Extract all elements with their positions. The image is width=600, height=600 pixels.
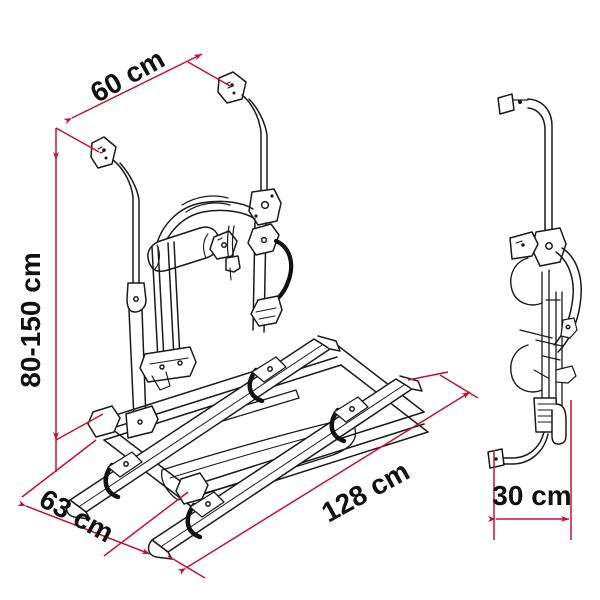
cylinder-body — [147, 226, 238, 273]
ext-line-128-top — [407, 371, 449, 381]
ext-line-60-left — [55, 127, 100, 153]
ext-line-128-right-edge — [439, 374, 479, 399]
dimension-labels: 60 cm 80-150 cm 63 cm 128 cm 30 cm — [15, 43, 572, 549]
label-80-150cm: 80-150 cm — [15, 252, 46, 387]
right-upright-arm — [217, 71, 282, 333]
inner-support-bars — [139, 241, 197, 391]
ext-line-60-right — [187, 61, 231, 87]
dimension-30cm — [488, 400, 572, 540]
label-60cm: 60 cm — [85, 43, 169, 109]
label-30cm: 30 cm — [492, 480, 571, 511]
dimension-63cm — [17, 413, 189, 557]
label-128cm: 128 cm — [316, 455, 414, 528]
dimension-128cm — [167, 371, 479, 579]
ext-line-63-upper-edge — [21, 439, 97, 498]
measure-line-60 — [63, 53, 203, 125]
dimension-annotations — [17, 53, 572, 579]
dimension-60cm — [55, 53, 231, 153]
left-upright-arm — [90, 136, 147, 421]
measure-line-128 — [177, 391, 471, 575]
side-view — [487, 93, 582, 469]
upper-cross-tube — [156, 195, 256, 253]
ext-line-63-top — [55, 413, 104, 441]
bike-frame-holders — [225, 223, 294, 327]
measure-line-63 — [17, 500, 151, 555]
